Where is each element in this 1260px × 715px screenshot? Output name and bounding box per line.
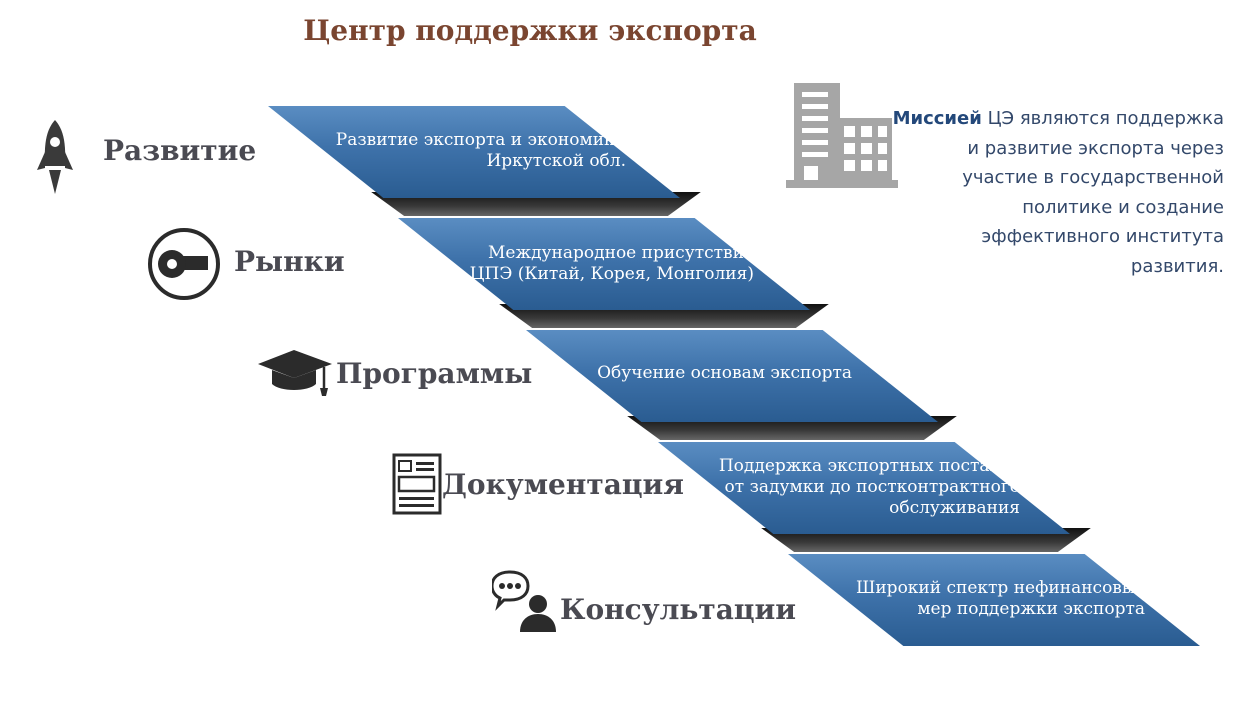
mission-bold: Миссией [892,108,982,129]
building-icon [786,83,898,188]
mission-text: ЦЭ являются поддержка и развитие экспорт… [962,108,1224,277]
label-razvitie: Развитие [103,134,257,167]
label-programmy: Программы [336,357,533,390]
graduation-cap-icon [258,350,332,396]
mission-statement: Миссией ЦЭ являются поддержка и развитие… [888,104,1224,281]
tape-icon [148,228,220,300]
step-text-konsultatsii: Широкий спектр нефинансовых мер поддержк… [855,578,1145,619]
label-dokumentatsiya: Документация [442,468,684,501]
label-rynki: Рынки [234,245,345,278]
label-konsultatsii: Консультации [560,593,797,626]
consultant-icon [492,570,556,632]
step-text-dokumentatsiya: Поддержка экспортных поставок от задумки… [718,456,1020,518]
rocket-icon [37,120,73,194]
step-text-razvitie: Развитие экспорта и экономики Иркутской … [335,130,626,171]
page-title: Центр поддержки экспорта [303,14,757,47]
step-text-rynki: Международное присутствие ЦПЭ (Китай, Ко… [469,243,754,284]
document-icon [392,453,442,515]
step-text-programmy: Обучение основам экспорта [597,363,852,383]
